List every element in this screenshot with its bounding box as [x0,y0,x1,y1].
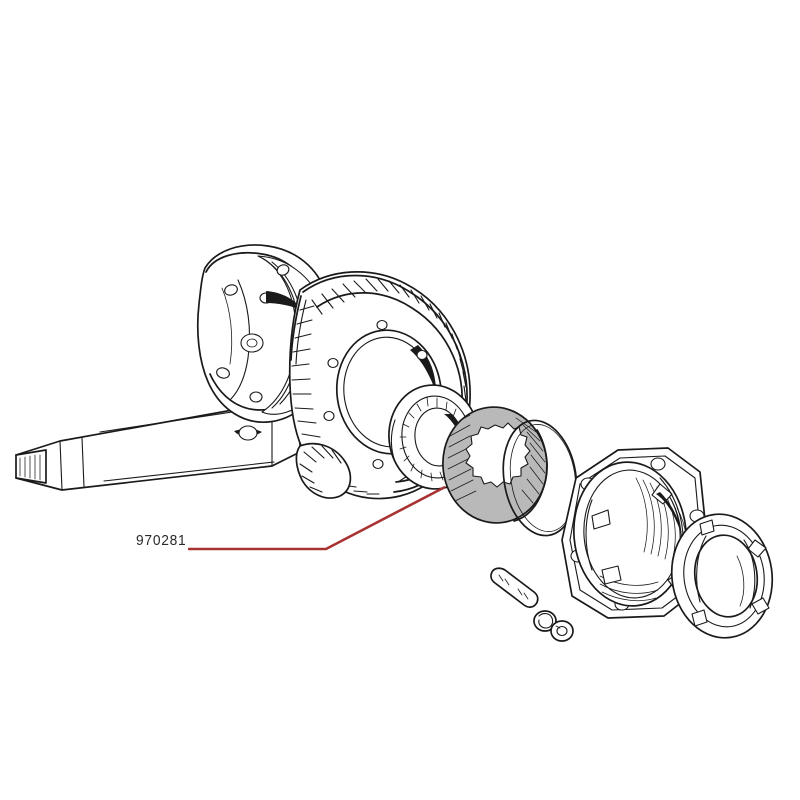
bolt-hole [372,458,384,470]
ring-nut-notch [691,609,708,627]
bolt-hole [416,349,428,361]
callout-part-number: 970281 [136,532,187,549]
lock-washers [533,610,574,642]
ring-nut-bore [693,534,759,618]
bolt-hole [249,391,263,403]
bolt-hole [224,284,238,296]
carrier-lug [601,565,622,585]
pivot-boss [240,333,264,353]
bore-thread-hatching [599,477,687,602]
o-ring-seal [502,419,578,537]
ring-nut-notch [751,597,770,615]
carrier-lug [651,483,673,505]
tab-washer-splines [465,422,531,488]
adjusting-ring-nut [670,513,774,639]
bolt-hole [376,319,388,331]
tab-lock-washer [442,406,548,524]
shaft-thread-hatching [19,454,41,481]
callout-leader-line [188,485,446,551]
ring-nut-notch [747,539,767,558]
bolt-hole [327,357,339,369]
bolt-hole [216,367,230,379]
bolt-hole [650,457,666,471]
bolt-hole [276,264,290,276]
carrier-lug [591,509,611,530]
bearing-carrier-flange [561,447,717,619]
roll-pin [490,567,539,608]
ring-nut-notch [699,519,715,536]
lock-washer [550,620,574,642]
bolt-hole [323,410,335,422]
